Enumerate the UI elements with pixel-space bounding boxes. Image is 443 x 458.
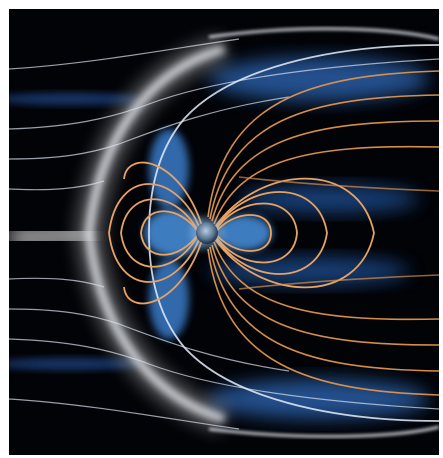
earth	[191, 217, 223, 249]
magnetosphere-image	[9, 9, 439, 455]
magnetosphere-illustration	[9, 9, 439, 455]
